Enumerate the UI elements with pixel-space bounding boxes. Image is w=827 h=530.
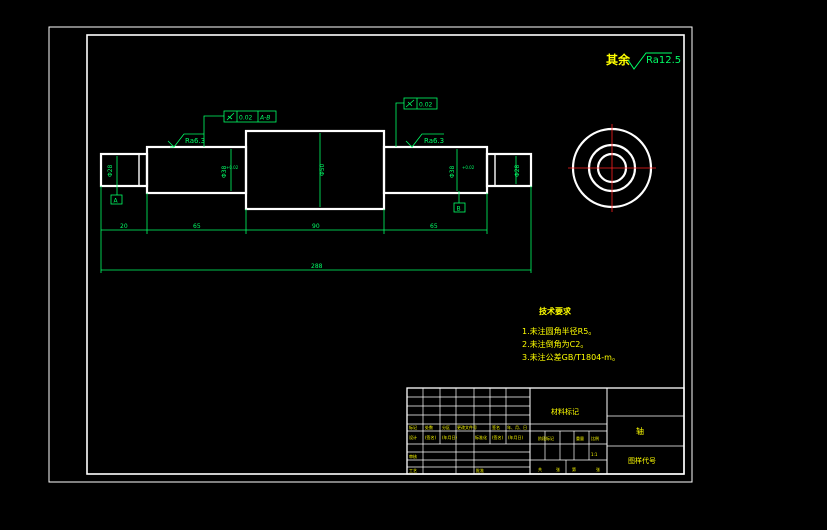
general-roughness-note: 其余 Ra12.5 bbox=[606, 52, 681, 70]
svg-text:标准化: 标准化 bbox=[475, 434, 487, 440]
right-roughness-callout: Ra6.3 bbox=[405, 133, 444, 148]
right-tolerance-frame: 0.02 bbox=[395, 97, 438, 147]
roughness-symbol-icon bbox=[627, 52, 672, 70]
dim-left-journal-length: 65 bbox=[193, 223, 201, 230]
dim-right-end-diameter: Φ28 bbox=[514, 164, 521, 177]
right-journal-section bbox=[382, 145, 489, 195]
svg-text:第: 第 bbox=[572, 466, 576, 472]
scale-value: 1:1 bbox=[591, 452, 598, 457]
dim-left-journal-tolerance: +0.02 bbox=[226, 165, 239, 170]
svg-text:(签名): (签名) bbox=[492, 434, 504, 440]
svg-text:张: 张 bbox=[556, 466, 560, 472]
dim-right-journal-diameter: Φ38 bbox=[449, 165, 456, 178]
datum-a-marker: A bbox=[110, 184, 123, 205]
technical-notes: 技术要求 1.未注圆角半径R5。 2.未注倒角为C2。 3.未注公差GB/T18… bbox=[522, 306, 620, 362]
right-end-section bbox=[485, 152, 533, 188]
svg-text:更改文件号: 更改文件号 bbox=[457, 424, 477, 430]
title-block bbox=[406, 387, 685, 475]
svg-text:重量: 重量 bbox=[576, 435, 584, 441]
left-roughness-callout: Ra6.3 bbox=[167, 133, 205, 148]
svg-text:分区: 分区 bbox=[442, 424, 450, 430]
dim-left-end-length: 20 bbox=[120, 223, 128, 230]
datum-b-marker: B bbox=[453, 191, 466, 213]
left-tolerance-frame: 0.02 A-B bbox=[203, 110, 277, 147]
svg-text:共: 共 bbox=[538, 466, 542, 472]
material-mark: 材料标记 bbox=[551, 407, 579, 416]
shaft-outline bbox=[99, 129, 533, 211]
general-roughness-prefix: 其余 bbox=[606, 52, 631, 67]
svg-text:0.02: 0.02 bbox=[419, 102, 433, 109]
svg-text:比例: 比例 bbox=[591, 435, 599, 441]
dim-right-journal-tolerance: +0.02 bbox=[462, 165, 475, 170]
notes-line-2: 2.未注倒角为C2。 bbox=[522, 339, 588, 349]
title-block-text: 材料标记 轴 图样代号 1:1 标记 处数 分区 更改文件号 签名 年、月、日 … bbox=[409, 407, 656, 473]
svg-text:(签名): (签名) bbox=[425, 434, 437, 440]
notes-line-1: 1.未注圆角半径R5。 bbox=[522, 326, 596, 336]
part-name: 轴 bbox=[636, 426, 644, 436]
svg-text:A: A bbox=[114, 198, 119, 205]
svg-text:批准: 批准 bbox=[476, 467, 484, 473]
dim-center-length: 90 bbox=[312, 223, 320, 230]
section-view bbox=[568, 124, 656, 212]
svg-text:Ra6.3: Ra6.3 bbox=[424, 137, 444, 145]
svg-text:张: 张 bbox=[596, 466, 600, 472]
cylindricity-icon bbox=[405, 99, 415, 108]
dim-left-end-diameter: Φ28 bbox=[107, 164, 114, 177]
svg-text:B: B bbox=[457, 206, 461, 213]
roughness-symbol-icon bbox=[405, 133, 444, 148]
notes-title: 技术要求 bbox=[539, 306, 572, 316]
svg-text:工艺: 工艺 bbox=[409, 468, 417, 473]
svg-text:年、月、日: 年、月、日 bbox=[507, 424, 527, 430]
drawing-code: 图样代号 bbox=[628, 456, 656, 465]
svg-text:0.02: 0.02 bbox=[239, 115, 253, 122]
roughness-symbol-icon bbox=[167, 133, 204, 148]
dim-total-length: 288 bbox=[311, 263, 323, 270]
svg-text:A-B: A-B bbox=[259, 115, 270, 122]
svg-text:审核: 审核 bbox=[409, 453, 417, 459]
svg-text:标记: 标记 bbox=[409, 424, 417, 430]
outer-frame bbox=[48, 26, 693, 483]
notes-line-3: 3.未注公差GB/T1804-m。 bbox=[522, 352, 620, 362]
inner-frame bbox=[86, 34, 685, 475]
dim-right-journal-length: 65 bbox=[430, 223, 438, 230]
general-roughness-value: Ra12.5 bbox=[646, 55, 681, 66]
svg-text:(年月日): (年月日) bbox=[508, 434, 524, 440]
dim-center-diameter: Φ50 bbox=[319, 163, 326, 176]
dim-left-journal-diameter: Φ38 bbox=[221, 165, 228, 178]
svg-text:设计: 设计 bbox=[409, 434, 417, 440]
svg-text:Ra6.3: Ra6.3 bbox=[185, 137, 205, 145]
cylindricity-icon bbox=[226, 112, 235, 121]
svg-text:阶段标记: 阶段标记 bbox=[538, 435, 554, 441]
svg-text:(年月日): (年月日) bbox=[442, 434, 458, 440]
svg-text:签名: 签名 bbox=[492, 424, 500, 430]
center-section bbox=[244, 129, 386, 211]
svg-text:处数: 处数 bbox=[425, 424, 433, 430]
